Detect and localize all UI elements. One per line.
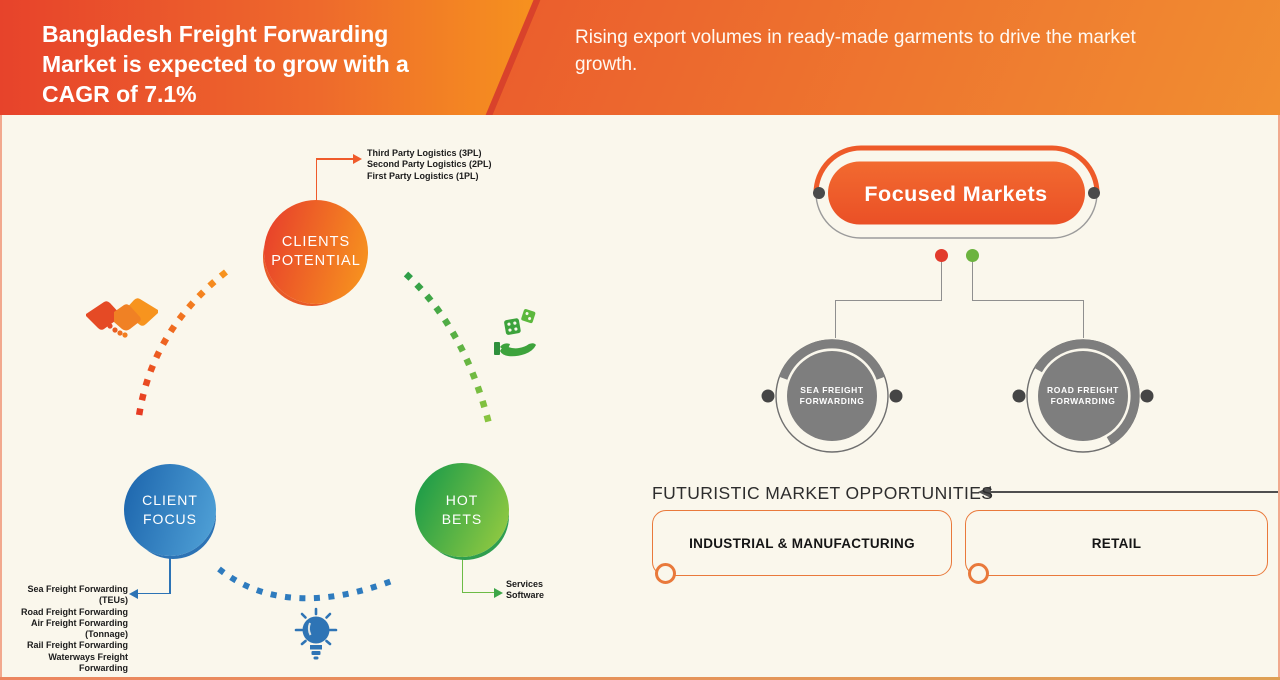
tree-line [1082, 300, 1084, 338]
title-line-1: Bangladesh Freight Forwarding [42, 21, 389, 47]
badge-side-dot [1088, 187, 1100, 199]
node-side-dot [1012, 389, 1026, 403]
clients-potential-label-1: CLIENTS [281, 234, 351, 250]
dotted-arc-green [403, 271, 494, 429]
tree-line [972, 299, 1084, 301]
sea-freight-label-2: FORWARDING [800, 396, 865, 406]
list-item: Waterways Freight Forwarding [48, 651, 128, 674]
arrow-right-icon [353, 154, 362, 164]
hot-bets-connector [461, 591, 496, 594]
badge-top-arc [813, 145, 1100, 194]
frame-edge-left [0, 115, 2, 677]
hot-bets-label-1: HOT [445, 492, 479, 508]
list-item: Air Freight Forwarding [30, 617, 128, 628]
focused-markets-title: Focused Markets [864, 182, 1047, 206]
tree-dot-green [965, 249, 979, 262]
frame-edge-right [1278, 115, 1280, 677]
page-title: Bangladesh Freight Forwarding Market is … [42, 19, 512, 109]
arrow-left-icon [129, 588, 138, 599]
list-item: Software [506, 590, 545, 601]
box-corner-ring [968, 563, 989, 584]
clients-potential-connector [315, 158, 356, 160]
arrow-left-icon [978, 486, 991, 498]
arrow-right-icon [494, 587, 503, 598]
node-side-dot [1140, 389, 1154, 403]
list-item: Rail Freight Forwarding [26, 640, 128, 651]
lightbulb-icon [294, 607, 338, 660]
client-focus-list: Sea Freight Forwarding (TEUs) Road Freig… [6, 584, 128, 674]
tree-line [835, 299, 942, 301]
list-item: Sea Freight Forwarding (TEUs) [27, 584, 128, 606]
frame-edge-bottom [0, 677, 1280, 680]
list-item: First Party Logistics (1PL) [367, 170, 479, 181]
clients-potential-circle: CLIENTS POTENTIAL [264, 200, 368, 304]
client-focus-connector [138, 592, 171, 595]
opportunities-arrow-line [991, 491, 1280, 493]
dotted-arc-blue [217, 566, 399, 602]
header-banner: Bangladesh Freight Forwarding Market is … [0, 0, 1280, 115]
client-focus-circle: CLIENT FOCUS [124, 464, 216, 556]
list-item: Road Freight Forwarding [21, 606, 128, 617]
clients-potential-label-2: POTENTIAL [271, 253, 361, 269]
hand-dice-icon [494, 309, 536, 357]
badge-side-dot [813, 187, 825, 199]
node-side-dot [761, 389, 775, 403]
focused-markets-badge: Focused Markets [813, 145, 1100, 239]
hot-bets-connector [461, 555, 464, 593]
badge-pill [828, 161, 1085, 225]
page-subtitle: Rising export volumes in ready-made garm… [575, 27, 1136, 75]
list-item: Second Party Logistics (2PL) [367, 159, 492, 170]
client-focus-connector [169, 554, 171, 594]
road-freight-label-1: ROAD FREIGHT [1047, 385, 1119, 395]
client-focus-label-2: FOCUS [143, 511, 197, 527]
tree-line [835, 300, 837, 338]
tree-line [941, 261, 943, 300]
sea-freight-label-1: SEA FREIGHT [800, 385, 864, 395]
handshake-icon [86, 298, 158, 338]
opportunity-box-industrial: INDUSTRIAL & MANUFACTURING [652, 510, 952, 576]
badge-bottom-arc [815, 192, 1098, 239]
hot-bets-label-2: BETS [441, 511, 483, 527]
list-item: Services [506, 579, 544, 589]
hot-bets-list: Services Software [506, 579, 544, 602]
sea-freight-node: SEA FREIGHT FORWARDING [761, 339, 903, 453]
opportunity-box-label: INDUSTRIAL & MANUFACTURING [689, 535, 915, 551]
list-item: (Tonnage) [85, 629, 128, 640]
tree-dot-red [935, 249, 948, 262]
box-corner-ring [655, 563, 676, 584]
title-line-3: CAGR of 7.1% [42, 81, 197, 107]
opportunities-title: FUTURISTIC MARKET OPPORTUNITIES [652, 483, 994, 503]
title-line-2: Market is expected to grow with a [42, 51, 409, 77]
clients-potential-connector [315, 158, 318, 201]
opportunity-box-retail: RETAIL [965, 510, 1268, 576]
road-freight-label-2: FORWARDING [1051, 396, 1116, 406]
clients-potential-list: Third Party Logistics (3PL) Second Party… [367, 148, 492, 182]
node-side-dot [889, 389, 903, 403]
hot-bets-circle: HOT BETS [415, 463, 509, 557]
list-item: Third Party Logistics (3PL) [367, 148, 482, 158]
tree-line [971, 261, 973, 300]
road-freight-node: ROAD FREIGHT FORWARDING [1012, 339, 1154, 453]
client-focus-label-1: CLIENT [142, 492, 198, 508]
opportunity-box-label: RETAIL [1091, 535, 1142, 551]
